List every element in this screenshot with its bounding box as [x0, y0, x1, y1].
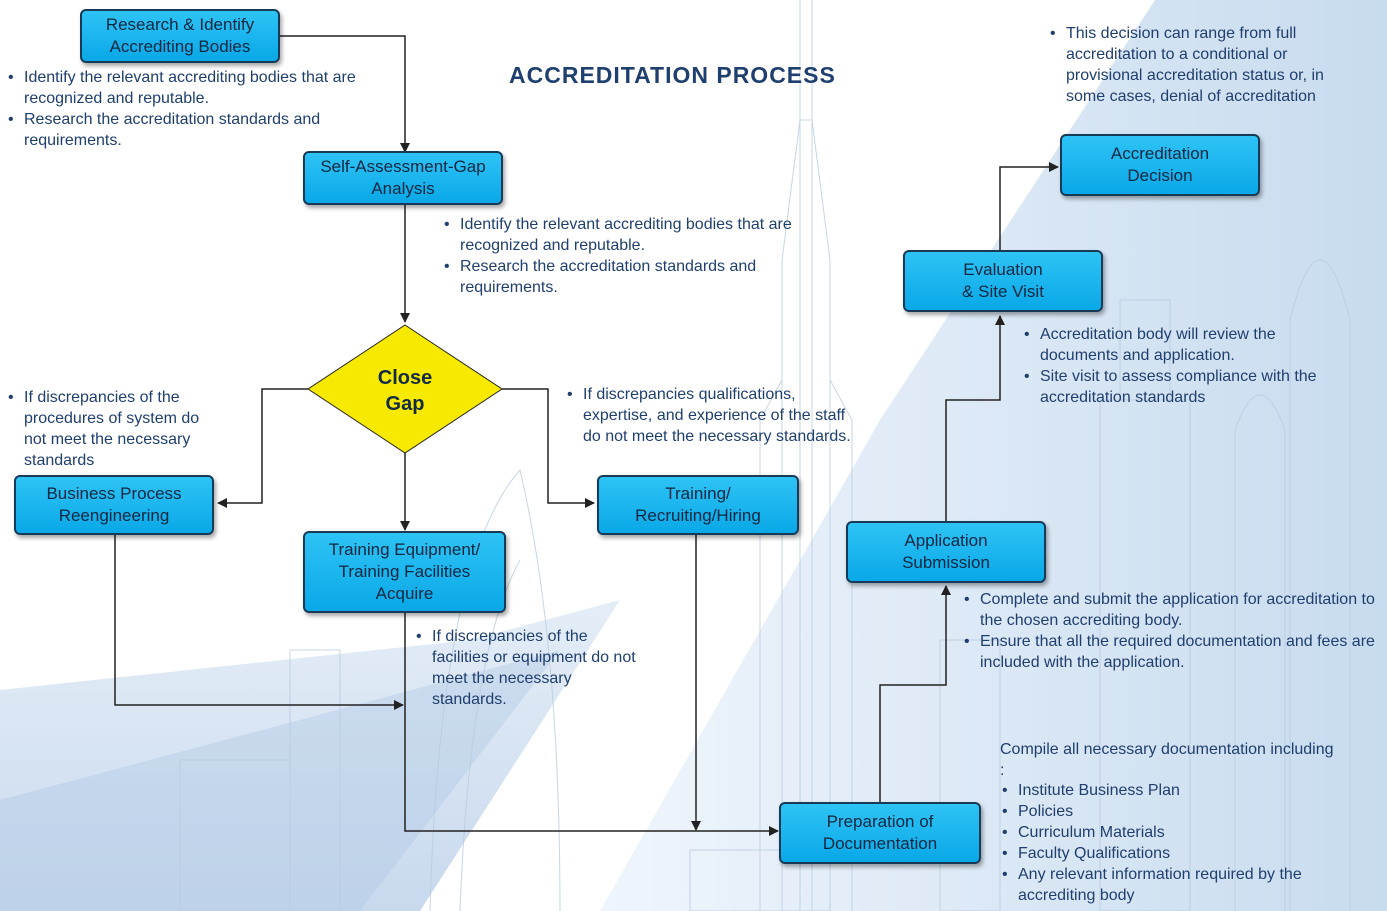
preparation-notes: Institute Business Plan Policies Curricu…	[1002, 780, 1362, 906]
equipment-box-line-3: Acquire	[375, 584, 434, 603]
accreditation-decision-box: Accreditation Decision	[1060, 134, 1260, 196]
page-title: ACCREDITATION PROCESS	[509, 62, 836, 88]
note-item: Research the accreditation standards and…	[8, 109, 373, 151]
note-item: This decision can range from full accred…	[1050, 23, 1360, 107]
training-box-line-2: Recruiting/Hiring	[635, 506, 761, 525]
close-gap-decision-diamond	[307, 324, 503, 454]
note-item: Curriculum Materials	[1002, 822, 1362, 843]
note-item: Policies	[1002, 801, 1362, 822]
close-gap-line-1: Close	[377, 367, 433, 389]
note-item: Institute Business Plan	[1002, 780, 1362, 801]
note-item: Site visit to assess compliance with the…	[1024, 366, 1354, 408]
connector-close-gap-to-training-hiring	[502, 388, 595, 508]
training-equipment-facilities-box: Training Equipment/ Training Facilities …	[303, 531, 506, 613]
equipment-box-line-2: Training Facilities	[338, 562, 471, 581]
research-box-line-1: Research & Identify	[105, 15, 255, 34]
bpr-notes: If discrepancies of the procedures of sy…	[8, 387, 223, 471]
training-notes: If discrepancies qualifications, experti…	[567, 384, 852, 447]
close-gap-label: Close Gap	[350, 365, 460, 417]
connector-equipment-to-preparation	[404, 613, 779, 836]
note-item: Ensure that all the required documentati…	[964, 631, 1379, 673]
connector-preparation-to-application	[879, 585, 951, 802]
self-assessment-box-line-2: Analysis	[371, 179, 435, 198]
note-item: Any relevant information required by the…	[1002, 864, 1362, 906]
application-box-line-1: Application	[904, 531, 988, 550]
decision-notes: This decision can range from full accred…	[1050, 23, 1360, 107]
evaluation-notes: Accreditation body will review the docum…	[1024, 324, 1354, 408]
left-background-band	[0, 650, 560, 911]
self-assessment-notes: Identify the relevant accrediting bodies…	[444, 214, 809, 298]
decision-box-line-1: Accreditation	[1110, 144, 1210, 163]
preparation-box-line-2: Documentation	[822, 834, 938, 853]
preparation-notes-intro: Compile all necessary documentation incl…	[1000, 741, 1334, 779]
evaluation-box-line-2: & Site Visit	[962, 282, 1044, 301]
self-assessment-box-line-1: Self-Assessment-Gap	[320, 157, 486, 176]
evaluation-site-visit-box: Evaluation & Site Visit	[903, 250, 1103, 312]
application-submission-box: Application Submission	[846, 521, 1046, 583]
note-item: Faculty Qualifications	[1002, 843, 1362, 864]
preparation-of-documentation-box: Preparation of Documentation	[779, 802, 981, 864]
equipment-notes: If discrepancies of the facilities or eq…	[416, 626, 641, 710]
equipment-box-line-1: Training Equipment/	[328, 540, 481, 559]
note-item: Accreditation body will review the docum…	[1024, 324, 1354, 366]
research-accrediting-bodies-box: Research & Identify Accrediting Bodies	[80, 9, 280, 63]
application-notes: Complete and submit the application for …	[964, 589, 1379, 673]
bpr-box-line-1: Business Process	[46, 484, 182, 503]
connector-application-to-evaluation	[945, 315, 1005, 521]
connector-research-to-self-assessment	[280, 35, 410, 153]
connector-evaluation-to-decision	[999, 162, 1059, 250]
self-assessment-gap-analysis-box: Self-Assessment-Gap Analysis	[303, 151, 503, 205]
note-item: Identify the relevant accrediting bodies…	[8, 67, 373, 109]
note-item: Identify the relevant accrediting bodies…	[444, 214, 809, 256]
connector-close-gap-to-business-process	[217, 388, 308, 508]
training-recruiting-hiring-box: Training/ Recruiting/Hiring	[597, 475, 799, 535]
business-process-reengineering-box: Business Process Reengineering	[14, 475, 214, 535]
note-item: If discrepancies of the procedures of sy…	[8, 387, 223, 471]
note-item: If discrepancies of the facilities or eq…	[416, 626, 641, 710]
decision-box-line-2: Decision	[1127, 166, 1193, 185]
note-item: Complete and submit the application for …	[964, 589, 1379, 631]
evaluation-box-line-1: Evaluation	[963, 260, 1043, 279]
research-notes: Identify the relevant accrediting bodies…	[8, 67, 373, 151]
application-box-line-2: Submission	[902, 553, 990, 572]
connector-business-process-merge	[114, 535, 404, 710]
preparation-box-line-1: Preparation of	[826, 812, 934, 831]
note-item: If discrepancies qualifications, experti…	[567, 384, 852, 447]
bpr-box-line-2: Reengineering	[58, 506, 170, 525]
close-gap-line-2: Gap	[385, 393, 425, 415]
research-box-line-2: Accrediting Bodies	[109, 37, 251, 56]
note-item: Research the accreditation standards and…	[444, 256, 809, 298]
training-box-line-1: Training/	[665, 484, 731, 503]
